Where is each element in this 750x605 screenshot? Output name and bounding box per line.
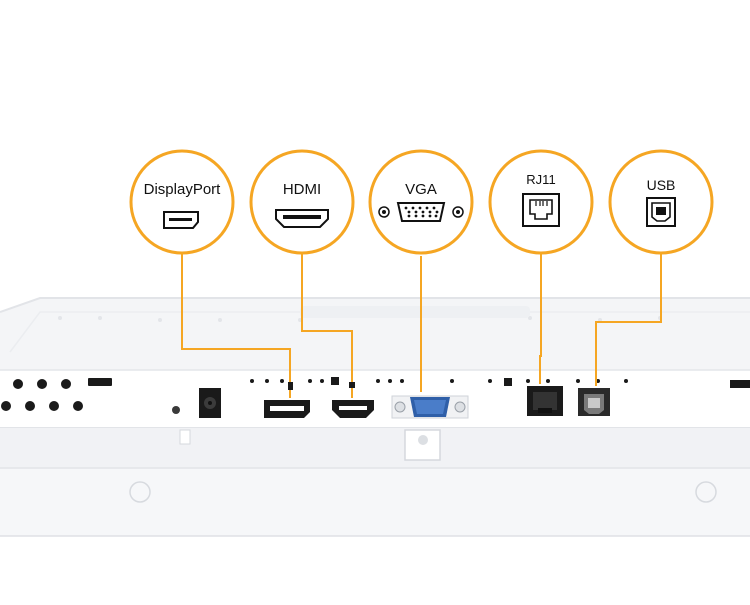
vga-port xyxy=(391,395,469,419)
displayport-port xyxy=(264,400,310,418)
vga-icon xyxy=(378,202,464,222)
callout-label-usb: USB xyxy=(646,177,676,193)
rj11-icon xyxy=(522,193,560,227)
usb-b-port xyxy=(578,388,610,416)
leader-lines xyxy=(181,252,662,398)
usb-b-icon xyxy=(646,197,676,227)
vent-holes xyxy=(1,378,112,411)
indicator-dots xyxy=(250,377,750,388)
callout-label-hdmi: HDMI xyxy=(282,181,322,198)
hdmi-icon xyxy=(275,209,329,228)
hdmi-port xyxy=(332,400,374,418)
displayport-icon xyxy=(163,211,199,229)
callout-label-rj11: RJ11 xyxy=(526,172,556,187)
callout-hdmi-circle xyxy=(249,149,355,255)
callout-label-displayport: DisplayPort xyxy=(143,181,221,198)
status-led xyxy=(172,406,180,414)
callout-displayport-circle xyxy=(129,149,235,255)
callout-label-vga: VGA xyxy=(405,181,437,198)
dc-power-port xyxy=(199,388,221,418)
rj11-port xyxy=(527,386,563,416)
device-body xyxy=(0,297,750,537)
